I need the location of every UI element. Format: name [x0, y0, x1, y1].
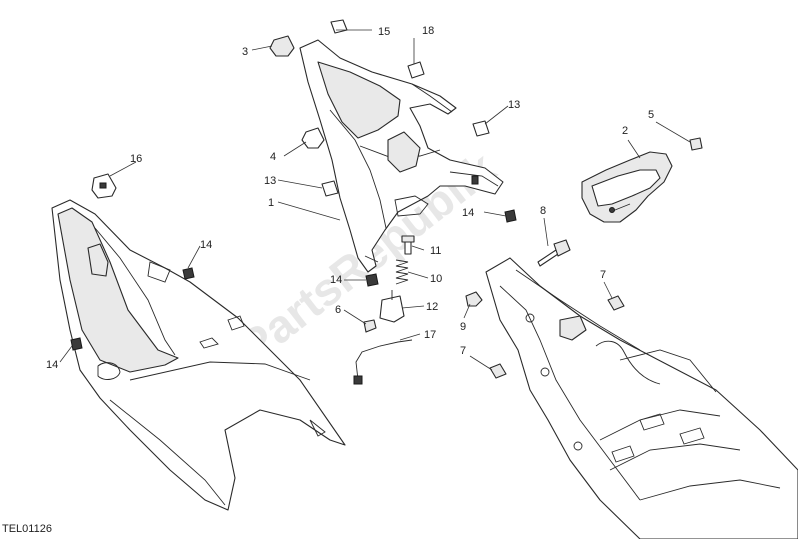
- callout-11: 11: [430, 245, 441, 257]
- pad-part-15[interactable]: [330, 19, 348, 34]
- bolt-part-11[interactable]: [401, 235, 415, 255]
- callout-7-lower: 7: [460, 345, 466, 357]
- callout-7-upper: 7: [600, 269, 606, 281]
- rubber-bumper-3[interactable]: [269, 35, 295, 57]
- callout-13-lower: 13: [264, 175, 276, 187]
- callout-labels: 1 2 3 4 5 6 7 7 8 9 10 11 12 13 13 14 14…: [46, 25, 654, 371]
- cable-part-17[interactable]: [353, 339, 413, 385]
- bracket-part-12[interactable]: [379, 290, 405, 323]
- callout-14-right: 14: [462, 207, 474, 219]
- callout-18: 18: [422, 25, 434, 37]
- clip-part-18[interactable]: [407, 61, 425, 79]
- callout-14-left-lower: 14: [46, 359, 58, 371]
- callout-5: 5: [648, 109, 654, 121]
- callout-9: 9: [460, 321, 466, 333]
- rear-subframe: [485, 257, 798, 539]
- callout-14-center: 14: [330, 274, 342, 286]
- callout-16: 16: [130, 153, 142, 165]
- bolt-part-8[interactable]: [537, 239, 571, 267]
- callout-2: 2: [622, 125, 628, 137]
- callout-4: 4: [270, 151, 276, 163]
- clip-part-16[interactable]: [91, 173, 117, 199]
- left-side-fairing[interactable]: [51, 199, 346, 511]
- callout-1: 1: [268, 197, 274, 209]
- clip-part-13[interactable]: [321, 120, 490, 197]
- clip-part-14-right[interactable]: [365, 209, 517, 287]
- callout-3: 3: [242, 46, 248, 58]
- callout-12: 12: [426, 301, 438, 313]
- bolt-part-5[interactable]: [689, 137, 703, 151]
- rear-tail-unit[interactable]: [299, 39, 504, 273]
- bolt-part-7-lower[interactable]: [489, 363, 507, 379]
- callout-15: 15: [378, 26, 390, 38]
- callout-6: 6: [335, 304, 341, 316]
- spring-part-10[interactable]: [395, 259, 409, 285]
- callout-14-left-upper: 14: [200, 239, 212, 251]
- grab-handle[interactable]: [581, 151, 673, 223]
- callout-10: 10: [430, 273, 442, 285]
- callout-17: 17: [424, 329, 436, 341]
- nut-part-9[interactable]: [465, 291, 483, 307]
- callout-8: 8: [540, 205, 546, 217]
- bolt-part-7-upper[interactable]: [607, 295, 625, 311]
- screw-part-6[interactable]: [363, 319, 377, 333]
- leader-lines: [59, 29, 691, 371]
- rubber-bumper-4[interactable]: [301, 127, 325, 149]
- clip-part-14-left[interactable]: [70, 267, 195, 351]
- diagram-code: TEL01126: [2, 523, 52, 535]
- callout-13-upper: 13: [508, 99, 520, 111]
